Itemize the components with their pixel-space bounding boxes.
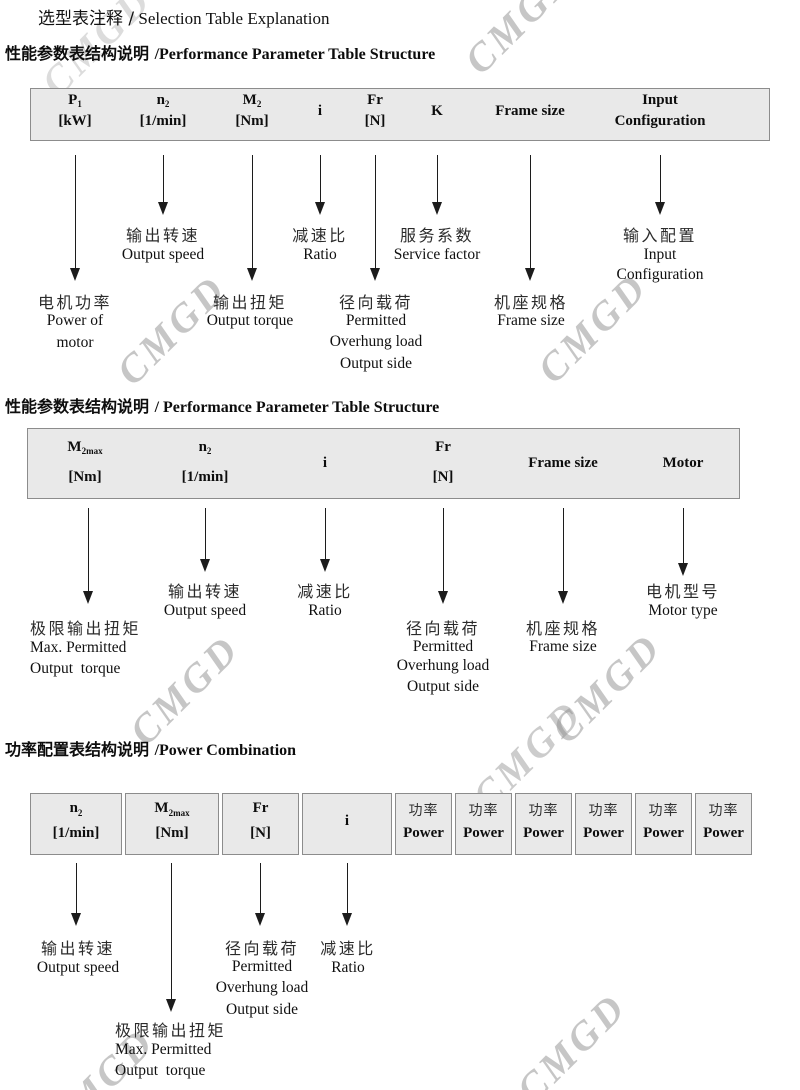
label-fr-en1: Permitted [345,312,407,329]
col-header-input: Input [642,92,678,108]
label-m2-zh: 输出扭矩 [212,293,288,312]
col-header-n2-unit: [1/min] [139,113,187,129]
col-header-m2max: M2max [67,439,103,456]
section2-heading-en: / Performance Parameter Table Structure [154,399,440,416]
section1-heading-en: /Performance Parameter Table Structure [154,46,436,63]
label-fr-en3: Output side [407,678,479,695]
label-n2-zh: 输出转速 [40,939,116,958]
col-header-input-line2: Configuration [614,113,706,129]
col-header-m2: M2 [242,92,262,109]
col-header-i: i [322,455,328,471]
label-i-en: Ratio [308,602,342,619]
col-header-n2: n2 [156,92,170,109]
label-fr-en3: Output side [340,355,412,372]
label-input-zh: 输入配置 [622,226,698,245]
power-table-cell-fr: Fr [N] [222,793,299,855]
label-frame-en: Frame size [529,638,597,655]
section3-heading: 功率配置表结构说明 /Power Combination [5,736,296,760]
label-m2max-en2: Output torque [30,660,121,677]
label-fr-en1: Permitted [412,638,474,655]
label-m2max-zh: 极限输出扭矩 [115,1021,227,1040]
col-header-fr-unit: [N] [432,469,454,485]
col-header-n2: n2 [198,439,212,456]
label-p1-en2: motor [56,334,94,351]
power-table-cell-m2max: M2max [Nm] [125,793,219,855]
col-header-k: K [431,103,443,119]
col-header-m2-unit: [Nm] [235,113,269,129]
label-fr-zh: 径向载荷 [405,619,481,638]
power-table-cell-n2: n2 [1/min] [30,793,122,855]
label-k-en: Service factor [393,246,481,263]
label-n2-en: Output speed [121,246,205,263]
section3-heading-zh: 功率配置表结构说明 [5,740,155,759]
col-header-p1-unit: [kW] [58,113,92,129]
label-i-zh: 减速比 [320,939,376,958]
page-title: 选型表注释 / Selection Table Explanation [38,4,330,29]
cmgd-watermark: CMGD [455,0,584,83]
col-header-motor: Motor [662,455,704,471]
cmgd-watermark: CMGD [507,983,636,1090]
col-header-m2max-unit: [Nm] [68,469,102,485]
label-m2max-en1: Max. Permitted [115,1041,212,1058]
label-i-zh: 减速比 [297,582,353,601]
label-m2max-en2: Output torque [115,1062,206,1079]
label-p1-en1: Power of [46,312,104,329]
label-fr-en2: Overhung load [215,979,309,996]
label-m2-en: Output torque [206,312,294,329]
performance-table-2 [27,428,740,499]
label-input-en2: Configuration [616,266,704,283]
section2-heading: 性能参数表结构说明 / Performance Parameter Table … [5,393,439,417]
label-motor-zh: 电机型号 [645,582,721,601]
col-header-frame-size: Frame size [495,103,565,119]
label-k-zh: 服务系数 [399,226,475,245]
label-i-zh: 减速比 [292,226,348,245]
label-n2-en: Output speed [163,602,247,619]
col-header-fr: Fr [367,92,383,108]
col-header-fr: Fr [435,439,451,455]
col-header-i: i [317,103,323,119]
label-fr-zh: 径向载荷 [224,939,300,958]
page-title-zh: 选型表注释 / [38,9,135,29]
section3-heading-en: /Power Combination [154,742,297,759]
col-header-p1: P1 [68,92,82,109]
page-title-en: Selection Table Explanation [134,9,330,28]
col-header-n2-unit: [1/min] [181,469,229,485]
cmgd-watermark: CMGD [107,265,236,394]
label-i-en: Ratio [331,959,365,976]
performance-table-1 [30,88,770,141]
section2-heading-zh: 性能参数表结构说明 [5,397,155,416]
col-header-fr-unit: [N] [364,113,386,129]
section1-heading-zh: 性能参数表结构说明 [5,44,155,63]
label-frame-zh: 机座规格 [525,619,601,638]
label-fr-en2: Overhung load [396,657,490,674]
label-fr-en2: Overhung load [329,333,423,350]
label-m2max-en1: Max. Permitted [30,639,127,656]
label-i-en: Ratio [303,246,337,263]
label-fr-en3: Output side [226,1001,298,1018]
label-frame-zh: 机座规格 [493,293,569,312]
label-fr-en1: Permitted [231,958,293,975]
section1-heading: 性能参数表结构说明 /Performance Parameter Table S… [5,40,435,64]
label-input-en1: Input [643,246,677,263]
label-n2-zh: 输出转速 [125,226,201,245]
label-motor-en: Motor type [648,602,718,619]
label-n2-en: Output speed [36,959,120,976]
label-frame-en: Frame size [497,312,565,329]
label-fr-zh: 径向载荷 [338,293,414,312]
label-m2max-zh: 极限输出扭矩 [30,619,142,638]
label-n2-zh: 输出转速 [167,582,243,601]
col-header-frame-size: Frame size [528,455,598,471]
label-p1-zh: 电机功率 [37,293,113,312]
power-table-cell-i: i [302,793,392,855]
